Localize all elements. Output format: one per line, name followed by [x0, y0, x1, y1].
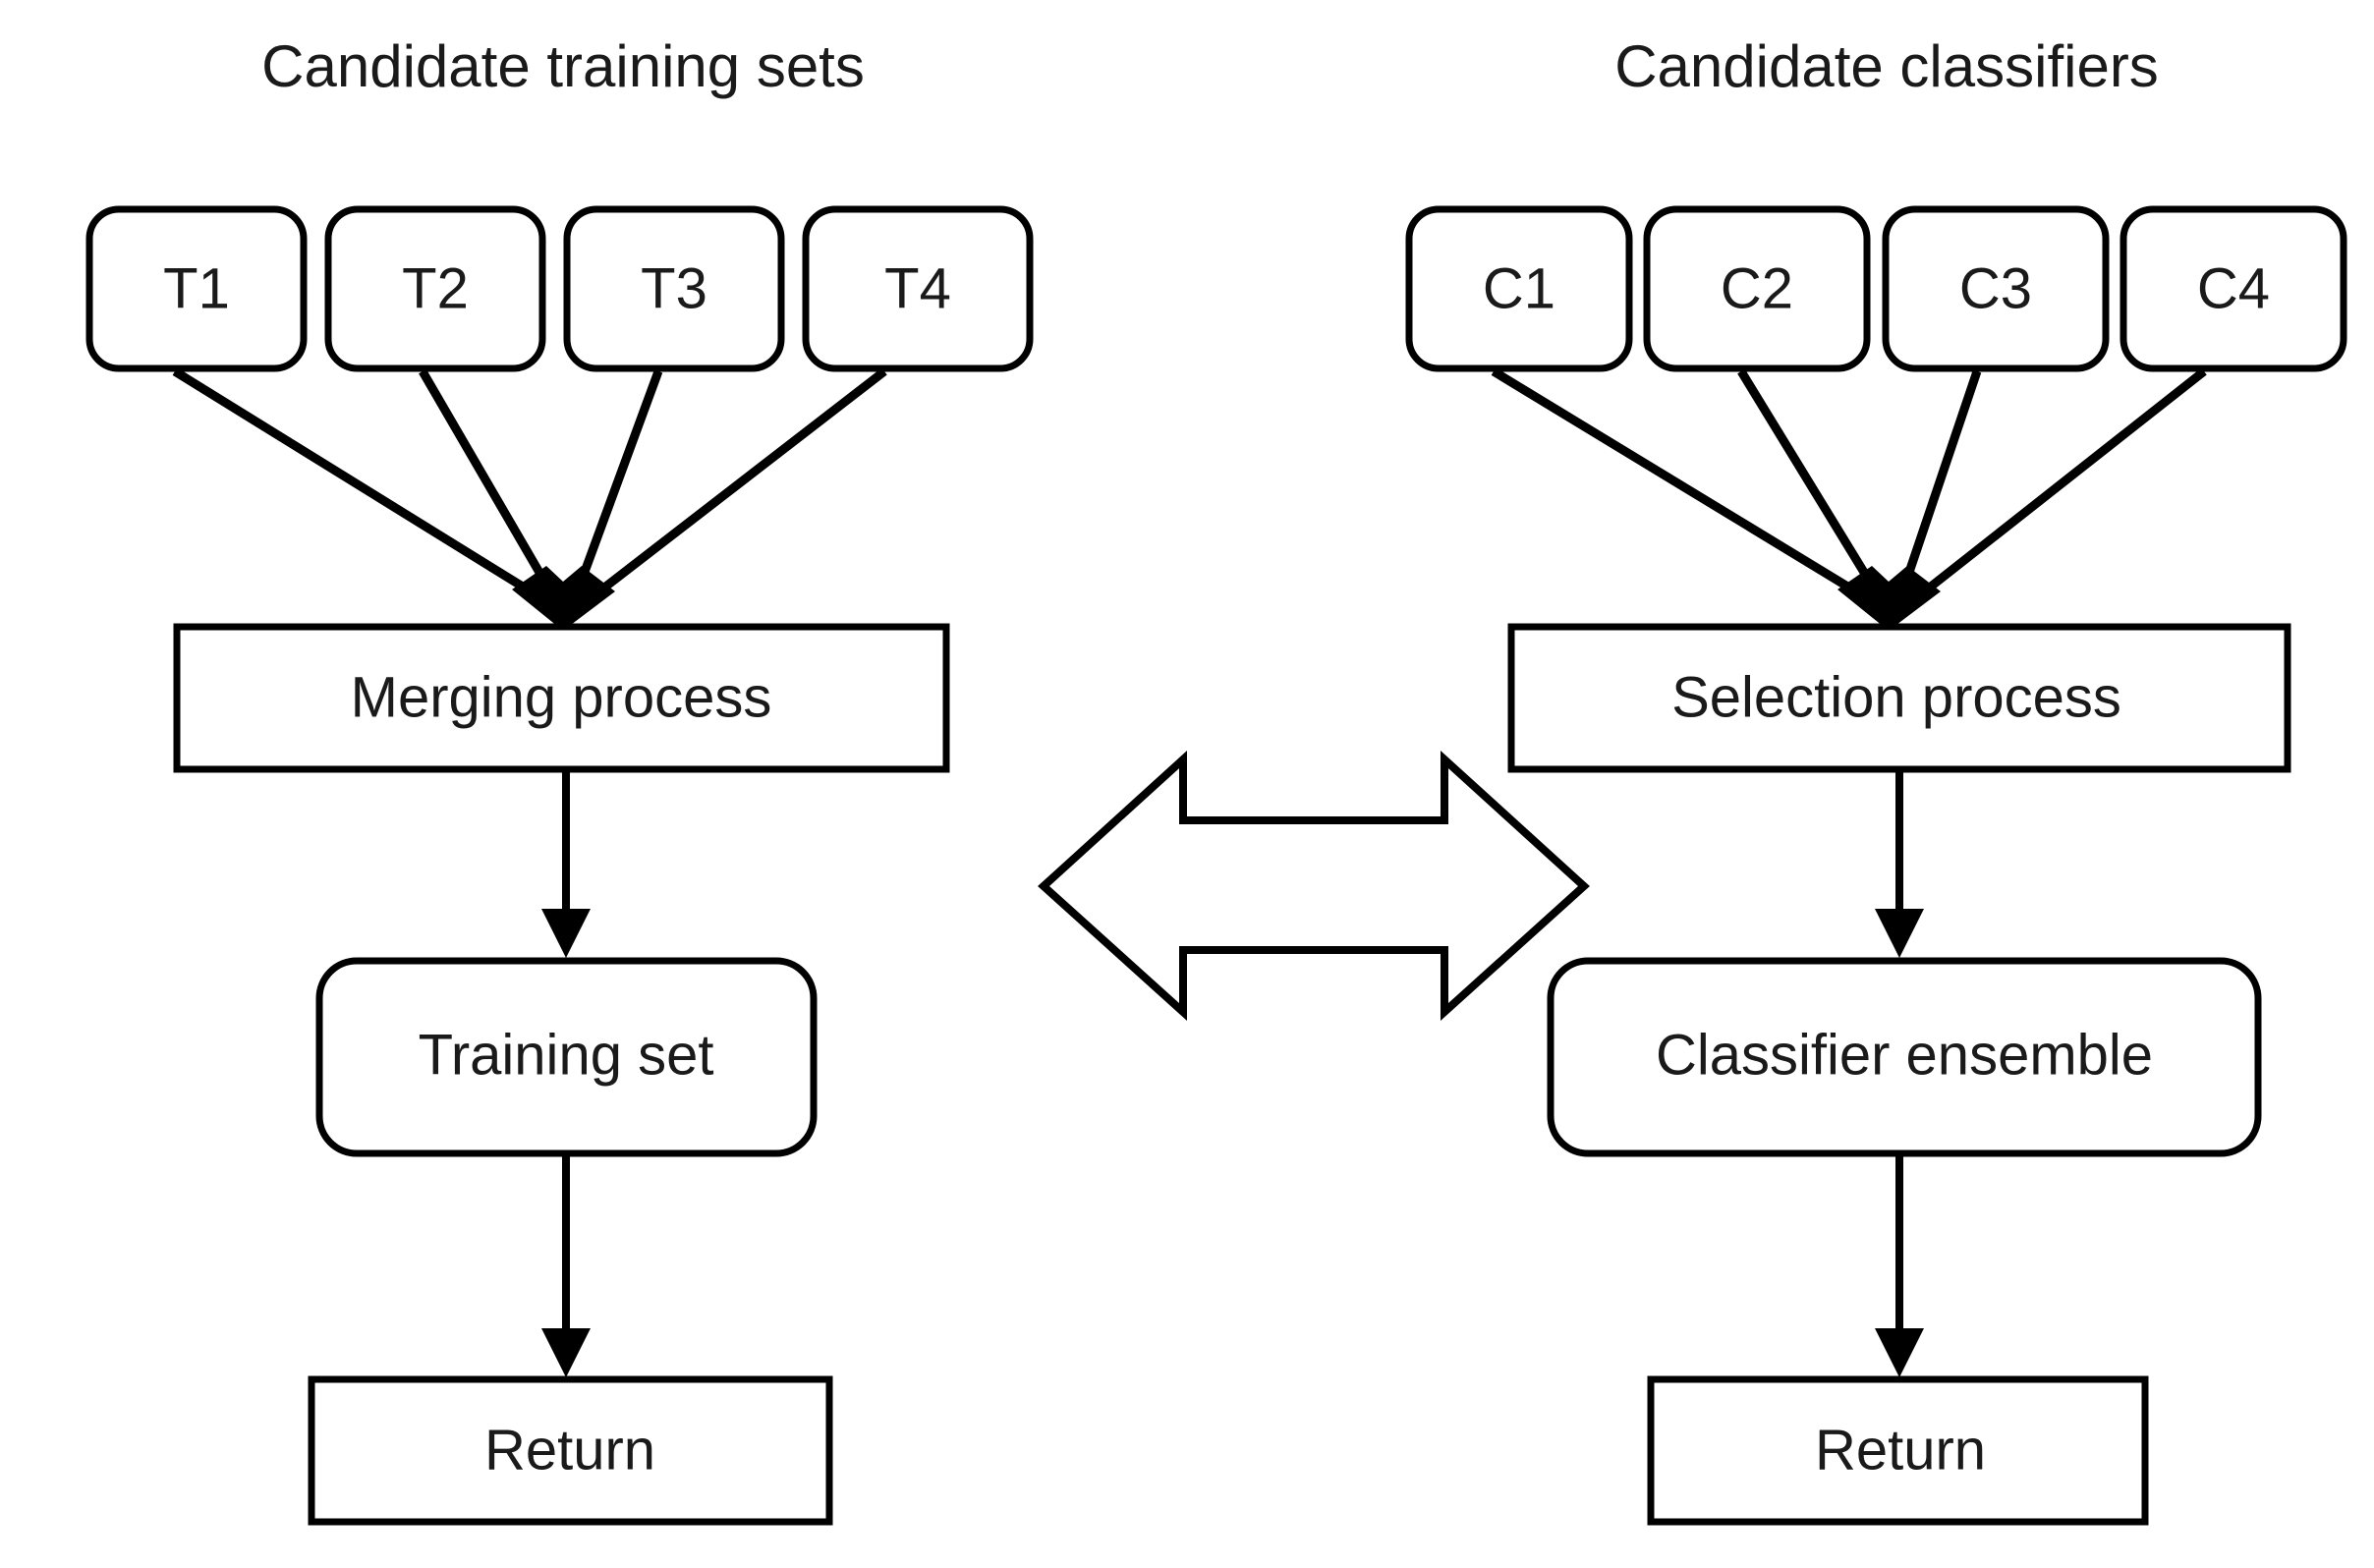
source-node-c1-label: C1 — [1483, 256, 1555, 320]
result-node-classifier-ensemble-label: Classifier ensemble — [1656, 1023, 2153, 1087]
connector-t3-to-process — [569, 369, 663, 603]
connector-c3-to-process — [1894, 369, 1982, 603]
connector-t4-to-process — [584, 367, 887, 605]
center-double-arrow — [1038, 750, 1590, 1021]
source-node-t3[interactable]: T3 — [563, 205, 785, 372]
connector-ensemble-to-return-arrowhead — [1875, 1328, 1924, 1377]
source-node-t4-shape[interactable] — [802, 205, 1034, 372]
connector-training-set-to-return-arrowhead — [541, 1328, 591, 1377]
terminal-node-return-left-shape[interactable] — [308, 1375, 833, 1526]
source-node-c1-shape[interactable] — [1405, 205, 1633, 372]
source-node-t4[interactable]: T4 — [802, 205, 1034, 372]
terminal-node-return-right-label: Return — [1815, 1418, 1986, 1482]
source-node-t2[interactable]: T2 — [324, 205, 546, 372]
connector-c2-to-process — [1737, 368, 1886, 604]
left-fan-in-connectors — [172, 367, 887, 631]
result-node-training-set-label: Training set — [419, 1023, 714, 1087]
connector-ensemble-to-return — [1875, 1153, 1924, 1377]
source-node-t3-shape[interactable] — [563, 205, 785, 372]
process-node-selection-label: Selection process — [1671, 665, 2121, 729]
connector-merging-to-training-set-arrowhead — [541, 909, 591, 958]
process-node-selection-shape[interactable] — [1507, 623, 2291, 773]
terminal-node-return-right[interactable]: Return — [1647, 1375, 2149, 1526]
result-node-classifier-ensemble-shape[interactable] — [1547, 957, 2262, 1157]
right-column-title: Candidate classifiers — [1614, 33, 2159, 99]
terminal-node-return-left-label: Return — [484, 1418, 655, 1482]
connector-selection-to-ensemble — [1875, 769, 1924, 958]
result-node-training-set[interactable]: Training set — [315, 957, 818, 1157]
source-node-t1-label: T1 — [163, 256, 230, 320]
source-node-c1[interactable]: C1 — [1405, 205, 1633, 372]
result-node-classifier-ensemble[interactable]: Classifier ensemble — [1547, 957, 2262, 1157]
connector-c1-to-process — [1491, 367, 1875, 605]
connector-c4-to-process — [1909, 367, 2207, 605]
source-node-c3-label: C3 — [1959, 256, 2032, 320]
source-node-t4-label: T4 — [884, 256, 951, 320]
source-node-t3-label: T3 — [641, 256, 707, 320]
process-node-merging-label: Merging process — [351, 665, 772, 729]
source-node-t2-shape[interactable] — [324, 205, 546, 372]
source-node-c4[interactable]: C4 — [2120, 205, 2347, 372]
fan-in-arrowhead-cluster-2 — [519, 572, 609, 630]
process-node-selection[interactable]: Selection process — [1507, 623, 2291, 773]
right-column: Candidate classifiers C1 C2 C3 C4 — [1405, 33, 2347, 1526]
left-source-nodes: T1 T2 T3 T4 — [85, 205, 1034, 372]
source-node-c3-shape[interactable] — [1882, 205, 2110, 372]
connector-t1-to-process — [172, 367, 549, 605]
right-source-nodes: C1 C2 C3 C4 — [1405, 205, 2347, 372]
source-node-t2-label: T2 — [402, 256, 469, 320]
source-node-c2[interactable]: C2 — [1643, 205, 1871, 372]
source-node-c4-shape[interactable] — [2120, 205, 2347, 372]
source-node-t1-shape[interactable] — [85, 205, 308, 372]
right-fan-in-connectors — [1491, 367, 2207, 631]
connector-t2-to-process — [419, 368, 560, 604]
source-node-c3[interactable]: C3 — [1882, 205, 2110, 372]
right-fan-in-arrowhead-cluster-2 — [1844, 572, 1935, 630]
double-headed-arrow-icon — [1038, 750, 1590, 1021]
terminal-node-return-left[interactable]: Return — [308, 1375, 833, 1526]
source-node-t1[interactable]: T1 — [85, 205, 308, 372]
source-node-c4-label: C4 — [2197, 256, 2270, 320]
connector-training-set-to-return — [541, 1153, 591, 1377]
left-column: Candidate training sets T1 T2 T3 T4 — [85, 33, 1034, 1526]
connector-merging-to-training-set — [541, 769, 591, 958]
source-node-c2-shape[interactable] — [1643, 205, 1871, 372]
source-node-c2-label: C2 — [1721, 256, 1793, 320]
process-node-merging-shape[interactable] — [173, 623, 950, 773]
connector-selection-to-ensemble-arrowhead — [1875, 909, 1924, 958]
terminal-node-return-right-shape[interactable] — [1647, 1375, 2149, 1526]
left-column-title: Candidate training sets — [261, 33, 865, 99]
process-node-merging[interactable]: Merging process — [173, 623, 950, 773]
